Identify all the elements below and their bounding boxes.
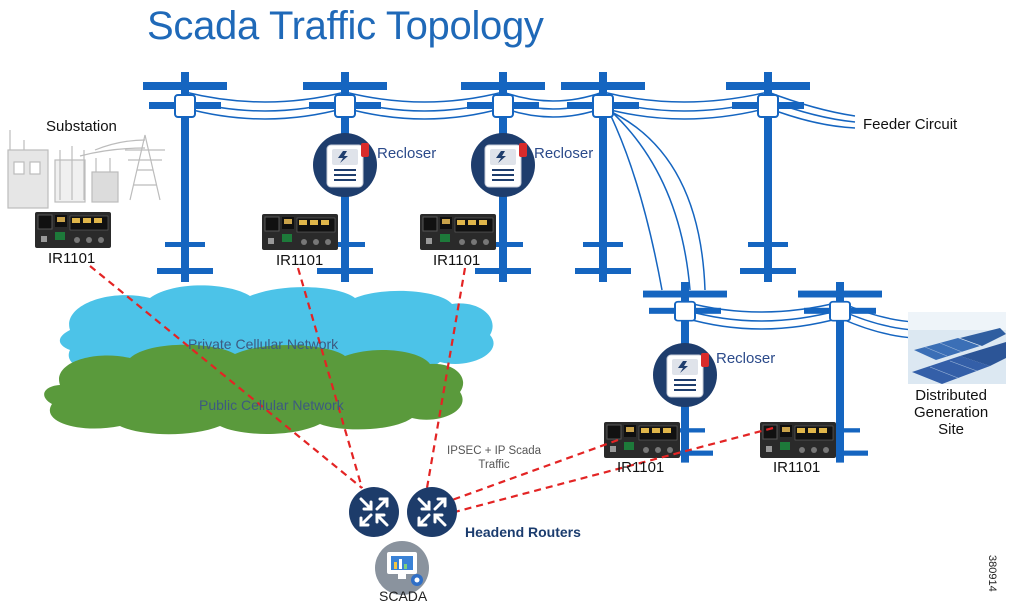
substation-label: Substation: [46, 118, 117, 135]
feeder-circuit-label: Feeder Circuit: [863, 116, 958, 133]
headend-router-icon: [405, 485, 459, 539]
page-title: Scada Traffic Topology: [147, 4, 544, 48]
ir1101-label: IR1101: [617, 459, 665, 476]
recloser-label: Recloser: [716, 350, 776, 367]
recloser-icon: [312, 132, 378, 198]
pole-icon: [142, 71, 228, 283]
recloser-label: Recloser: [377, 145, 437, 162]
ir1101-label: IR1101: [48, 250, 96, 267]
ipsec-label: IPSEC + IP Scada Traffic: [447, 444, 541, 472]
figure-number: 380914: [986, 555, 998, 592]
solar-panels-image: [908, 312, 1006, 384]
public-network-label: Public Cellular Network: [199, 397, 344, 413]
distributed-label-line2: Generation: [914, 404, 989, 421]
substation-image: [7, 130, 165, 209]
scada-server-icon: [375, 541, 429, 595]
ir1101-label: IR1101: [773, 459, 821, 476]
pole-icon: [725, 71, 811, 283]
ir1101-router-icon: [419, 213, 497, 251]
public-cellular-cloud: [44, 344, 464, 435]
headend-routers-label: Headend Routers: [465, 524, 581, 540]
ir1101-router-icon: [261, 213, 339, 251]
ipsec-tunnels: [89, 265, 774, 520]
recloser-label: Recloser: [534, 145, 594, 162]
headend-router-icon: [347, 485, 401, 539]
distributed-label-line1: Distributed: [915, 387, 987, 404]
recloser-icon: [470, 132, 536, 198]
ir1101-label: IR1101: [433, 252, 481, 269]
distributed-generation-label: Distributed Generation Site: [914, 387, 988, 438]
distributed-label-line3: Site: [938, 421, 965, 438]
ir1101-label: IR1101: [276, 252, 324, 269]
scada-label: SCADA: [379, 588, 428, 604]
ipsec-label-line2: Traffic: [478, 459, 510, 471]
pole-icon: [560, 71, 646, 283]
recloser-icon: [652, 342, 718, 408]
ipsec-label-line1: IPSEC + IP Scada: [447, 445, 542, 457]
private-network-label: Private Cellular Network: [188, 336, 339, 352]
ir1101-router-icon: [34, 211, 112, 249]
